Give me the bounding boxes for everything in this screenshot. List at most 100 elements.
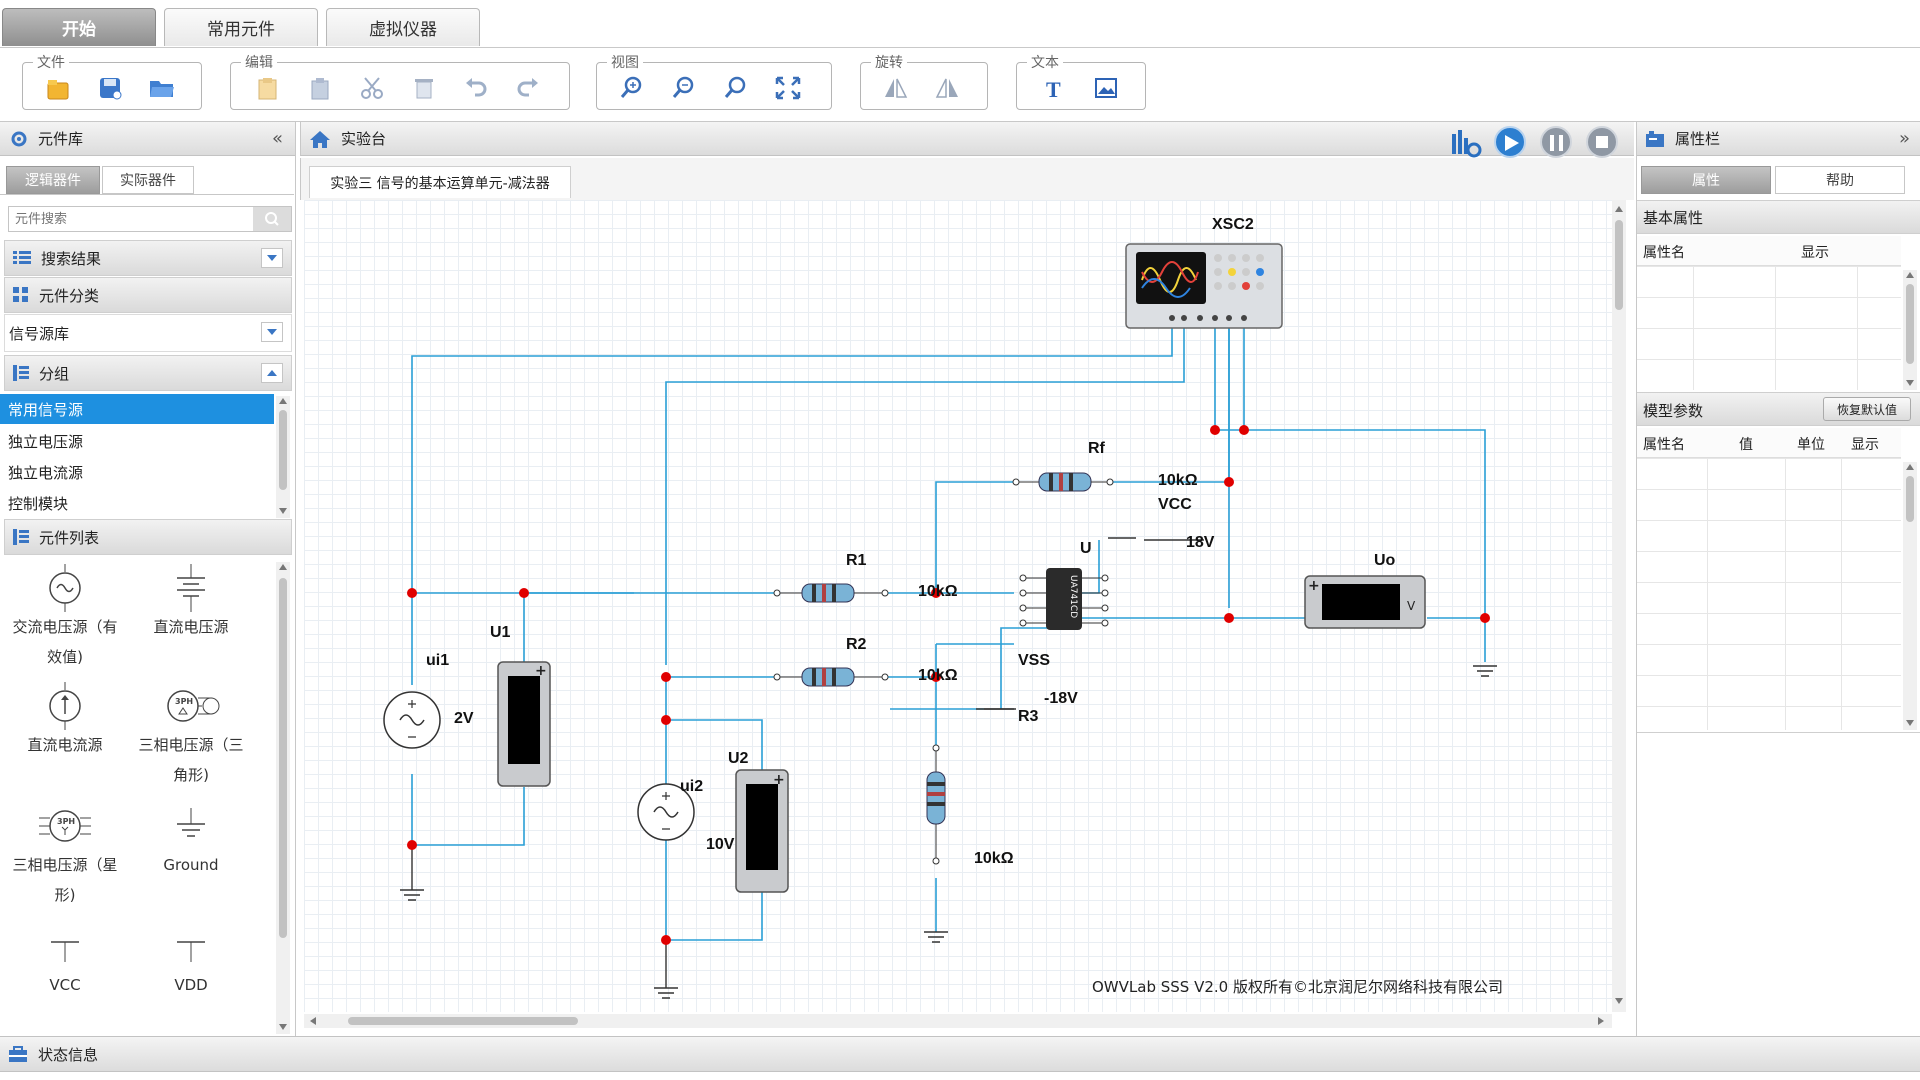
component-label-2: 角形) [173, 766, 209, 784]
flip-button[interactable] [931, 73, 965, 103]
pause-button[interactable] [1540, 126, 1572, 158]
category-select[interactable]: 信号源库 [4, 314, 292, 352]
paste-button[interactable] [251, 73, 285, 103]
component-label: Ground [163, 856, 219, 874]
ac-source-icon [49, 564, 81, 612]
model-scrollbar[interactable] [1903, 462, 1917, 730]
ac-source-ui2 [637, 783, 695, 841]
circuit-canvas[interactable]: + V + + XSC2 Rf 10kΩ VCC 18V U UA741CD R… [304, 200, 1624, 1012]
open-button[interactable] [145, 73, 179, 103]
component-dc-voltage-source[interactable]: 直流电压源 [126, 564, 256, 642]
component-vdd[interactable]: VDD [126, 922, 256, 1000]
document-tab[interactable]: 实验三 信号的基本运算单元-减法器 [309, 166, 571, 198]
tab-common-components[interactable]: 常用元件 [164, 8, 318, 46]
component-label-2: 形) [54, 886, 76, 904]
gear-icon [11, 131, 27, 146]
tab-properties[interactable]: 属性 [1641, 166, 1771, 194]
open-folder-icon [150, 81, 174, 97]
label-vss-value: -18V [1044, 690, 1078, 707]
group-list-icon [13, 365, 29, 381]
label-ui2-value: 10V [706, 836, 735, 853]
group-collapse-toggle[interactable] [261, 363, 283, 383]
vdd-icon [177, 941, 205, 962]
delete-button[interactable] [407, 73, 441, 103]
component-vcc[interactable]: VCC [0, 922, 130, 1000]
copy-button[interactable] [303, 73, 337, 103]
component-dc-current-source[interactable]: 直流电流源 [0, 682, 130, 760]
fullscreen-button[interactable] [771, 73, 805, 103]
tab-logic-devices[interactable]: 逻辑器件 [6, 166, 100, 194]
collapse-right-icon[interactable]: » [1898, 128, 1910, 149]
instrument-settings-button[interactable] [1450, 126, 1482, 158]
scroll-left-icon [310, 1017, 316, 1025]
tab-virtual-instruments[interactable]: 虚拟仪器 [326, 8, 480, 46]
component-three-phase-delta[interactable]: 3PH 三相电压源（三 角形) [126, 682, 256, 790]
ground-icon [177, 808, 205, 837]
status-info-icon [9, 1046, 27, 1062]
scroll-right-icon [1598, 1017, 1604, 1025]
group-rotate: 旋转 [860, 52, 988, 110]
group-item-current-sources[interactable]: 独立电流源 [8, 463, 84, 482]
text-button[interactable]: T [1037, 73, 1071, 103]
image-button[interactable] [1089, 73, 1123, 103]
component-library-panel: 元件库 « 逻辑器件 实际器件 搜索结果 元件分类 信号源库 分组 常用信号源 … [0, 122, 296, 1036]
component-label: 三相电压源（三 [138, 736, 244, 754]
component-search-box [8, 206, 292, 232]
group-item-common-sources[interactable]: 常用信号源 [0, 394, 274, 424]
basic-properties-table [1637, 266, 1901, 390]
scroll-down-icon [1615, 998, 1623, 1004]
group-item-control-modules[interactable]: 控制模块 [8, 494, 69, 513]
save-button[interactable] [93, 73, 127, 103]
group-list-scrollbar[interactable] [276, 396, 290, 518]
copyright-text: OWVLab SSS V2.0 版权所有©北京润尼尔网络科技有限公司 [1092, 978, 1503, 996]
search-results-section[interactable]: 搜索结果 [4, 240, 292, 276]
pause-icon [1550, 135, 1563, 151]
label-r2: R2 [846, 636, 867, 653]
component-ground[interactable]: Ground [126, 802, 256, 880]
component-search-input[interactable] [9, 207, 253, 231]
circuit-diagram: + V + + [383, 243, 1497, 999]
stop-button[interactable] [1586, 126, 1618, 158]
oscilloscope-xsc2 [1125, 243, 1283, 329]
rotate-button[interactable] [879, 73, 913, 103]
search-button[interactable] [253, 207, 291, 231]
zoom-in-icon [620, 76, 642, 98]
resistor-r1 [773, 583, 889, 603]
component-three-phase-star[interactable]: 3PH 三相电压源（星 形) [0, 802, 130, 910]
canvas-horizontal-scrollbar[interactable] [304, 1014, 1612, 1028]
label-rf: Rf [1088, 440, 1105, 457]
label-rf-value: 10kΩ [1158, 472, 1198, 489]
opamp-chip [1019, 568, 1109, 630]
component-label: 三相电压源（星 [12, 856, 118, 874]
category-dropdown-button[interactable] [261, 322, 283, 342]
redo-button[interactable] [511, 73, 545, 103]
canvas-vertical-scrollbar[interactable] [1612, 200, 1626, 1012]
tab-start[interactable]: 开始 [2, 8, 156, 46]
basic-scrollbar[interactable] [1903, 270, 1917, 390]
zoom-out-icon [672, 76, 694, 98]
component-ac-voltage-source[interactable]: 交流电压源（有 效值) [0, 564, 130, 672]
flip-icon [935, 78, 958, 98]
group-item-voltage-sources[interactable]: 独立电压源 [8, 432, 84, 451]
zoom-out-button[interactable] [667, 73, 701, 103]
cut-button[interactable] [355, 73, 389, 103]
zoom-in-button[interactable] [615, 73, 649, 103]
resistor-rf [1012, 472, 1114, 492]
new-file-button[interactable] [41, 73, 75, 103]
component-list-scrollbar[interactable] [276, 562, 290, 1034]
search-results-toggle[interactable] [261, 248, 283, 268]
restore-defaults-button[interactable]: 恢复默认值 [1823, 397, 1911, 421]
basic-properties-section: 基本属性 [1637, 200, 1920, 234]
scroll-up-icon [1906, 464, 1914, 470]
group-section[interactable]: 分组 [4, 355, 292, 391]
three-phase-delta-icon: 3PH [167, 690, 220, 722]
undo-button[interactable] [459, 73, 493, 103]
label-u2: U2 [728, 750, 749, 767]
run-button[interactable] [1494, 126, 1526, 158]
scroll-down-icon [1906, 720, 1914, 726]
label-u1: U1 [490, 624, 511, 641]
tab-real-devices[interactable]: 实际器件 [102, 166, 194, 194]
collapse-left-icon[interactable]: « [271, 128, 283, 149]
zoom-fit-button[interactable] [719, 73, 753, 103]
tab-help[interactable]: 帮助 [1775, 166, 1905, 194]
